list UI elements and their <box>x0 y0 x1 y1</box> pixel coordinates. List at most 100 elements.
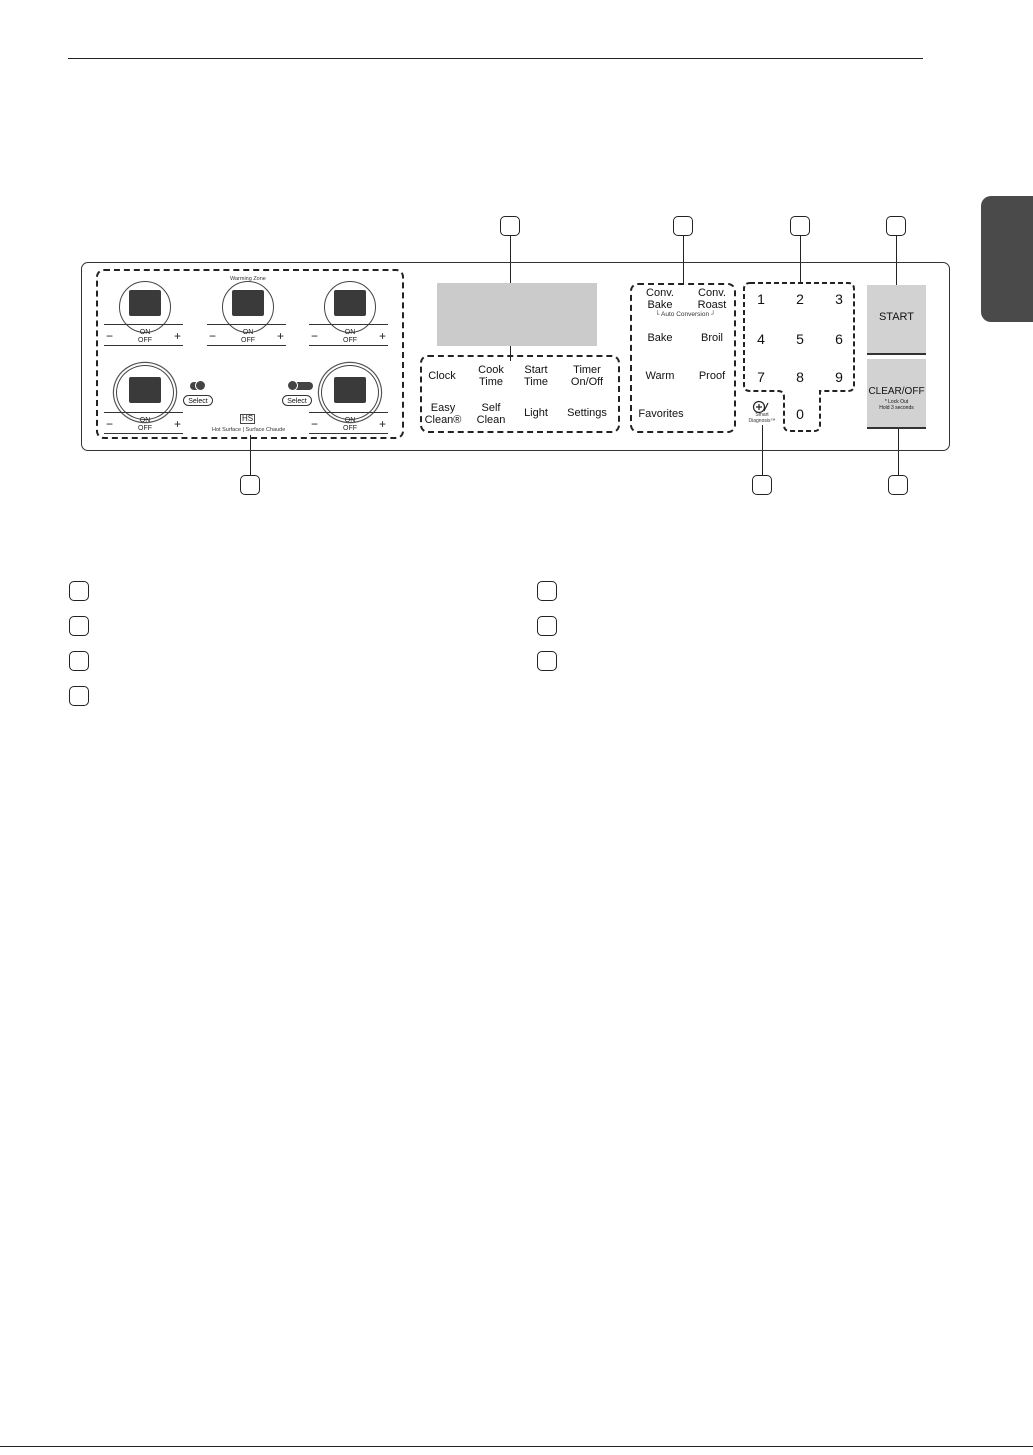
on-label: ON <box>139 329 151 336</box>
smart-diagnosis-icon <box>752 400 769 414</box>
callout-line <box>683 236 685 283</box>
function-keys-group <box>420 355 620 433</box>
callout-marker <box>752 475 772 495</box>
conv-bake-button[interactable]: Conv. Bake <box>646 287 674 311</box>
minus-icon[interactable]: − <box>311 329 319 343</box>
callout-marker <box>240 475 260 495</box>
minus-icon[interactable]: − <box>311 417 319 431</box>
key-6[interactable]: 6 <box>835 331 843 347</box>
callout-line <box>898 428 900 475</box>
legend-marker <box>69 581 89 601</box>
element-level-display <box>129 377 161 403</box>
divider <box>207 324 286 325</box>
clear-off-button[interactable]: CLEAR/OFF * Lock Out Hold 3 seconds <box>867 359 926 429</box>
legend-marker <box>69 651 89 671</box>
conv-roast-button[interactable]: Conv. Roast <box>697 287 727 311</box>
triple-element-icon <box>287 380 313 391</box>
auto-conversion-label[interactable]: └ Auto Conversion ┘ <box>655 311 716 318</box>
divider <box>309 324 388 325</box>
element-level-display <box>232 290 264 316</box>
bake-button[interactable]: Bake <box>647 332 673 344</box>
callout-marker <box>886 216 906 236</box>
self-clean-button[interactable]: Self Clean <box>476 402 506 426</box>
off-label: OFF <box>241 337 255 344</box>
off-label: OFF <box>343 337 357 344</box>
keypad-group <box>743 282 855 432</box>
minus-icon[interactable]: − <box>106 329 114 343</box>
clock-button[interactable]: Clock <box>428 370 456 382</box>
element-level-display <box>334 377 366 403</box>
on-label: ON <box>242 329 254 336</box>
favorites-button[interactable]: Favorites <box>638 408 684 420</box>
legend-marker <box>537 616 557 636</box>
start-label: START <box>878 311 915 323</box>
plus-icon[interactable]: + <box>174 329 182 343</box>
callout-marker <box>673 216 693 236</box>
on-label: ON <box>344 329 356 336</box>
callout-marker <box>500 216 520 236</box>
off-label: OFF <box>138 425 152 432</box>
element-right-front[interactable]: − + ON OFF <box>309 363 391 434</box>
key-0[interactable]: 0 <box>796 406 804 422</box>
cook-modes-group <box>630 283 736 433</box>
dual-element-icon <box>190 380 206 391</box>
easy-clean-button[interactable]: Easy Clean® <box>424 402 462 426</box>
off-label: OFF <box>343 425 357 432</box>
key-8[interactable]: 8 <box>796 369 804 385</box>
on-label: ON <box>344 417 356 424</box>
warming-zone[interactable]: Warming Zone − + ON OFF <box>207 276 289 346</box>
callout-marker <box>790 216 810 236</box>
side-tab <box>981 196 1033 322</box>
plus-icon[interactable]: + <box>379 417 387 431</box>
divider <box>309 345 388 346</box>
lockout-label: * Lock Out Hold 3 seconds <box>879 399 914 411</box>
key-7[interactable]: 7 <box>757 369 765 385</box>
start-time-button[interactable]: Start Time <box>523 364 549 388</box>
legend-marker <box>537 651 557 671</box>
key-9[interactable]: 9 <box>835 369 843 385</box>
callout-line <box>896 236 898 286</box>
divider <box>104 412 183 413</box>
element-level-display <box>334 290 366 316</box>
key-2[interactable]: 2 <box>796 291 804 307</box>
key-3[interactable]: 3 <box>835 291 843 307</box>
broil-button[interactable]: Broil <box>700 332 723 344</box>
hot-surface-icon: HS <box>240 414 256 424</box>
start-button[interactable]: START <box>867 285 926 355</box>
key-1[interactable]: 1 <box>757 291 765 307</box>
cook-time-button[interactable]: Cook Time <box>478 364 504 388</box>
key-5[interactable]: 5 <box>796 331 804 347</box>
element-right-rear[interactable]: − + ON OFF <box>309 276 391 346</box>
light-button[interactable]: Light <box>524 407 548 419</box>
cooktop-controls-group <box>96 269 404 439</box>
divider <box>104 345 183 346</box>
legend-marker <box>69 686 89 706</box>
callout-line <box>800 236 802 283</box>
minus-icon[interactable]: − <box>209 329 217 343</box>
timer-button[interactable]: Timer On/Off <box>570 364 604 388</box>
plus-icon[interactable]: + <box>379 329 387 343</box>
callout-marker <box>888 475 908 495</box>
element-left-front[interactable]: − + ON OFF <box>104 363 186 434</box>
header-rule <box>68 58 923 59</box>
hot-surface-text: Hot Surface | Surface Chaude <box>212 427 286 433</box>
smart-diagnosis-label: Smart Diagnosis™ <box>748 412 776 424</box>
plus-icon[interactable]: + <box>174 417 182 431</box>
control-panel <box>81 262 950 451</box>
plus-icon[interactable]: + <box>277 329 285 343</box>
oven-display <box>437 283 597 346</box>
divider <box>207 345 286 346</box>
warm-button[interactable]: Warm <box>645 370 675 382</box>
element-left-rear[interactable]: − + ON OFF <box>104 276 186 346</box>
select-button-right[interactable]: Select <box>282 395 312 406</box>
select-button-left[interactable]: Select <box>183 395 213 406</box>
settings-button[interactable]: Settings <box>567 407 607 419</box>
legend-marker <box>537 581 557 601</box>
off-label: OFF <box>138 337 152 344</box>
divider <box>104 324 183 325</box>
proof-button[interactable]: Proof <box>698 370 726 382</box>
key-4[interactable]: 4 <box>757 331 765 347</box>
on-label: ON <box>139 417 151 424</box>
minus-icon[interactable]: − <box>106 417 114 431</box>
element-level-display <box>129 290 161 316</box>
